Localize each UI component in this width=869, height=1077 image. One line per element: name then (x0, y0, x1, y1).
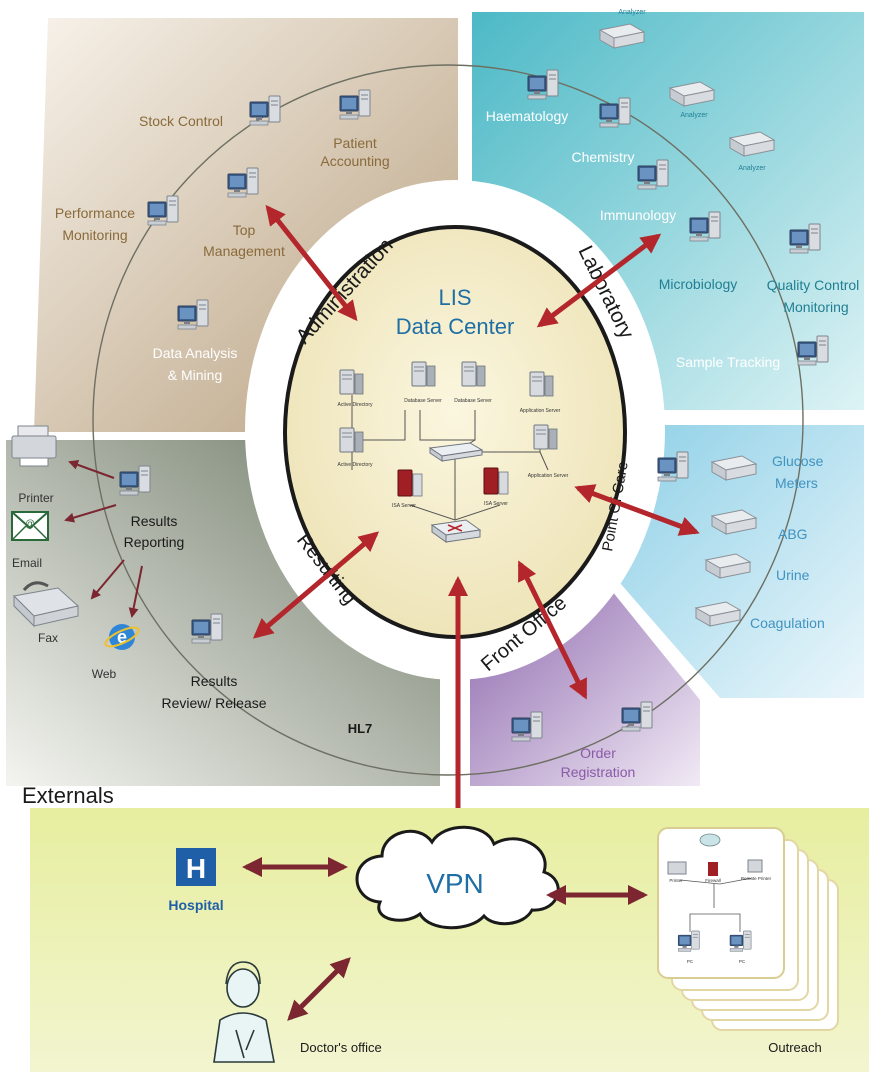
lab-item-qc-2: Monitoring (783, 299, 848, 315)
server-label: Active Directory (337, 462, 373, 468)
web-browser-icon: e (104, 624, 140, 650)
administration-items: Stock Control Patient Accounting Perform… (55, 89, 390, 383)
sector-laboratory (472, 12, 864, 410)
server-label: ISA Server (484, 501, 508, 507)
vpn-label: VPN (426, 868, 484, 899)
outreach-node-pc-1: PC (687, 959, 694, 964)
admin-item-patient-accounting-1: Patient (333, 135, 377, 151)
email-label: Email (12, 556, 42, 570)
outreach-node-remote-printer: Remote Printer (741, 876, 772, 881)
hospital-label: Hospital (168, 897, 223, 913)
poc-item-abg: ABG (778, 526, 808, 542)
isa-server-2: ISA Server (483, 467, 509, 507)
data-center-title-line2: Data Center (396, 314, 515, 339)
server-label: Database Server (454, 398, 492, 404)
analyzer-label: Analyzer (738, 165, 766, 172)
analyzer-label: Analyzer (680, 112, 708, 119)
printer-label: Printer (18, 491, 53, 505)
internal-network (351, 395, 549, 521)
outreach-node-printer: Printer (669, 878, 683, 883)
outreach-node-firewall: Firewall (705, 878, 721, 883)
outreach-printer-icon (667, 861, 687, 875)
server-label: Active Directory (337, 402, 373, 408)
admin-item-performance-2: Monitoring (62, 227, 127, 243)
router-icon (430, 519, 482, 543)
outreach-node-pc-2: PC (739, 959, 746, 964)
front-office-items: Order Registration (511, 701, 653, 780)
web-label: Web (92, 667, 117, 681)
database-server-1: Database Server (404, 361, 442, 404)
printer-icon (11, 425, 57, 467)
vpn-cloud-icon (355, 825, 560, 930)
server-label: Application Server (528, 473, 569, 479)
point-of-care-items: Glucose Meters ABG Urine Coagulation (657, 451, 825, 631)
active-directory-server-1: Active Directory (337, 369, 373, 408)
laboratory-items: Analyzer Analyzer Analyzer Haematology C… (486, 9, 860, 370)
email-icon: @ (11, 511, 49, 541)
server-label: ISA Server (392, 503, 416, 509)
hospital-icon: H (176, 848, 216, 886)
fo-item-order-2: Registration (561, 764, 636, 780)
connection-arrows (252, 204, 700, 849)
poc-item-coagulation: Coagulation (750, 615, 825, 631)
svg-text:e: e (117, 627, 127, 647)
hl7-label: HL7 (348, 721, 373, 736)
doctor-icon (213, 961, 275, 1063)
admin-item-performance-1: Performance (55, 205, 135, 221)
outreach-label: Outreach (768, 1040, 821, 1055)
isa-server-1: ISA Server (392, 469, 423, 509)
database-server-2: Database Server (454, 361, 492, 404)
outreach-network-cloud-icon (699, 833, 721, 847)
res-item-reporting-2: Reporting (124, 534, 185, 550)
admin-item-patient-accounting-2: Accounting (320, 153, 389, 169)
externals-label: Externals (22, 783, 114, 808)
active-directory-server-2: Active Directory (337, 427, 373, 468)
analyzer-label: Analyzer (618, 9, 646, 16)
res-item-review-2: Review/ Release (161, 695, 266, 711)
outreach-stack: Printer Firewall Remote Printer PC PC (657, 827, 839, 1031)
lab-item-qc-1: Quality Control (767, 277, 860, 293)
fax-label: Fax (38, 631, 58, 645)
outreach-remote-printer-icon (747, 859, 763, 873)
lab-item-haematology: Haematology (486, 108, 569, 124)
fo-item-order-1: Order (580, 745, 616, 761)
poc-item-glucose-2: Meters (775, 475, 818, 491)
server-label: Application Server (520, 408, 561, 414)
lab-item-chemistry: Chemistry (571, 149, 634, 165)
external-arrows (242, 857, 648, 1021)
lab-item-microbiology: Microbiology (659, 276, 738, 292)
network-switch-icon (428, 442, 484, 462)
data-center-title-line1: LIS (438, 285, 471, 310)
application-server-1: Application Server (520, 371, 561, 414)
resulting-items: Printer @ Email Fax e Web Results Report… (11, 425, 373, 736)
hospital-icon-letter: H (186, 853, 206, 884)
admin-item-top-management-1: Top (233, 222, 256, 238)
doctor-label: Doctor's office (300, 1040, 382, 1055)
res-item-reporting-1: Results (131, 513, 178, 529)
svg-text:@: @ (25, 519, 35, 530)
lab-item-sample-tracking: Sample Tracking (676, 354, 780, 370)
admin-item-stock-control: Stock Control (139, 113, 223, 129)
poc-item-urine: Urine (776, 567, 810, 583)
admin-item-top-management-2: Management (203, 243, 285, 259)
poc-item-glucose-1: Glucose (772, 453, 824, 469)
application-server-2: Application Server (528, 424, 569, 479)
sector-resulting (6, 440, 440, 786)
server-label: Database Server (404, 398, 442, 404)
lab-item-immunology: Immunology (600, 207, 676, 223)
outreach-firewall-icon (708, 862, 718, 876)
admin-item-data-analysis-2: & Mining (168, 367, 222, 383)
admin-item-data-analysis-1: Data Analysis (153, 345, 238, 361)
res-item-review-1: Results (191, 673, 238, 689)
fax-icon (12, 581, 80, 628)
sector-administration (34, 18, 458, 432)
